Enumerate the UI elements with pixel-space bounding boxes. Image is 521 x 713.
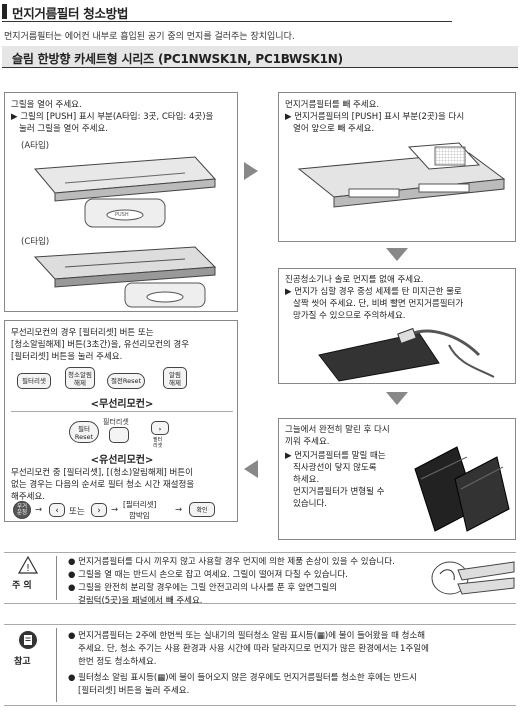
wired-remote-caption: <유선리모컨> bbox=[90, 455, 154, 466]
arrow-left-1 bbox=[244, 460, 258, 478]
step5-title: 그늘에서 완전히 말린 후 다시 bbox=[285, 425, 390, 435]
type-c-unit-illustration bbox=[33, 246, 217, 308]
step4-box: 무선리모컨의 경우 [필터리셋] 버튼 또는 [청소알림해제] 버튼(3초간)을… bbox=[4, 320, 238, 522]
manual-line1: 무선리모컨 중 [필터리셋], [(청소)알림해제] 버튼이 bbox=[11, 468, 193, 478]
reference-item-2: ● 필터청소 알림 표시등(▦)에 불이 들어오지 않은 경우에도 먼지거름필터… bbox=[68, 673, 417, 683]
caution-item-2-text: 그릴을 열 때는 반드시 손으로 잡고 여세요. 그릴이 떨어져 다칠 수 있습… bbox=[78, 570, 348, 580]
seq-start-button[interactable]: 무거 운청 bbox=[13, 501, 31, 519]
seq-arrow-1: → bbox=[35, 505, 43, 515]
seq-next-button[interactable]: › bbox=[91, 503, 107, 517]
step3-title: 진공청소기나 솔로 먼지를 없애 주세요. bbox=[285, 275, 424, 285]
caution-label: 주 의 bbox=[12, 581, 32, 591]
wireless-filter-reset-button[interactable]: 필터리셋 bbox=[17, 373, 51, 389]
page-title: 먼지거름필터 청소방법 bbox=[12, 6, 129, 21]
wireless-saving-reset-button[interactable]: 절전Reset bbox=[107, 373, 145, 389]
filter-removal-illustration bbox=[297, 142, 506, 208]
step2-title: 먼지거름필터를 빼 주세요. bbox=[285, 100, 380, 110]
step4-line1: 무선리모컨의 경우 [필터리셋] 버튼 또는 bbox=[11, 328, 154, 338]
caution-item-3: ● 그릴을 완전히 분리할 경우에는 그릴 안전고리의 나사를 푼 후 앞면그릴… bbox=[68, 583, 338, 593]
title-underline bbox=[2, 2, 452, 22]
type-a-unit-illustration bbox=[33, 156, 217, 228]
caution-item-1: ● 먼지거름필터를 다시 끼우지 않고 사용할 경우 먼지에 의한 제품 손상이… bbox=[68, 557, 395, 567]
caution-item-4-text: 걸림턱(5곳)을 패널에서 빼 주세요. bbox=[78, 596, 203, 606]
manual-line2: 없는 경우는 다음의 순서로 필터 청소 시간 재설정을 bbox=[11, 480, 195, 490]
reference-box bbox=[4, 624, 516, 706]
wired-filter-reset-label: 필터리셋 bbox=[103, 418, 129, 426]
caution-box bbox=[4, 552, 516, 604]
reference-item-2-text: 필터청소 알림 표시등(▦)에 불이 들어오지 않은 경우에도 먼지거름필터를 … bbox=[78, 673, 417, 683]
step5-line2: 직사광선이 닿지 않도록 bbox=[293, 463, 377, 473]
wireless-cleaning-alarm-button[interactable]: 청소알림 해제 bbox=[65, 367, 95, 389]
note-icon bbox=[19, 631, 37, 649]
seq-filter-reset-label: [필터리셋] bbox=[123, 500, 157, 509]
step3-line3: 망가질 수 있으므로 주의하세요. bbox=[293, 311, 406, 321]
caution-item-3-text: 그릴을 완전히 분리할 경우에는 그릴 안전고리의 나사를 푼 후 앞면그릴의 bbox=[78, 583, 338, 593]
reference-item-1c: 한번 정도 청소하세요. bbox=[78, 657, 157, 667]
title-marker bbox=[2, 4, 7, 19]
step4-line3: [필터리셋] 버튼을 눌러 주세요. bbox=[11, 352, 123, 362]
reference-item-1: ● 먼지거름필터는 2주에 한번씩 또는 실내기의 필터청소 알림 표시등(▦)… bbox=[68, 631, 426, 641]
wired-next-button[interactable]: › bbox=[151, 421, 169, 435]
svg-text:!: ! bbox=[26, 563, 30, 574]
step5-line4: 먼지거름필터가 변형될 수 bbox=[293, 487, 385, 497]
step5-line3: 하세요. bbox=[293, 475, 320, 485]
type-a-label: (A타입) bbox=[21, 141, 50, 151]
manual-line3: 해주세요. bbox=[11, 492, 45, 502]
divider bbox=[11, 411, 233, 412]
step3-box: 진공청소기나 솔로 먼지를 없애 주세요. ▶ 먼지가 심할 경우 중성 세제를… bbox=[278, 268, 516, 384]
wireless-alarm-release-button[interactable]: 알림 해제 bbox=[163, 367, 187, 389]
step1-box: 그릴을 열어 주세요. ▶ 그릴의 [PUSH] 표시 부분(A타입: 3곳, … bbox=[4, 92, 238, 312]
step5-box: 그늘에서 완전히 말린 후 다시 끼워 주세요. ▶ 먼지거름필터를 말릴 때는… bbox=[278, 418, 516, 540]
intro-text: 먼지거름필터는 에어컨 내부로 흡입된 공기 중의 먼지를 걸러주는 장치입니다… bbox=[4, 32, 295, 42]
step2-line2: 열어 앞으로 빼 주세요. bbox=[293, 124, 375, 134]
step1-line2: 눌러 그릴을 열어 주세요. bbox=[19, 124, 109, 134]
section-subtitle: 슬림 한방향 카세트형 시리즈 (PC1NWSK1N, PC1BWSK1N) bbox=[12, 52, 343, 66]
subtitle-bar bbox=[2, 46, 518, 68]
arrow-down-2 bbox=[386, 392, 408, 405]
wireless-remote-caption: <무선리모컨> bbox=[90, 399, 154, 410]
type-c-label: (C타입) bbox=[21, 237, 50, 247]
seq-or-label: 또는 bbox=[69, 507, 85, 517]
drying-filters-illustration bbox=[414, 446, 510, 532]
vacuum-cleaning-illustration bbox=[318, 327, 495, 382]
seq-confirm-button[interactable]: 확인 bbox=[189, 502, 215, 517]
step5-line1: ▶ 먼지거름필터를 말릴 때는 bbox=[285, 451, 386, 461]
caution-item-2: ● 그릴을 열 때는 반드시 손으로 잡고 여세요. 그릴이 떨어져 다칠 수 … bbox=[68, 570, 348, 580]
caution-separator bbox=[56, 556, 57, 600]
step3-line2: 살짝 씻어 주세요. 단, 비벼 빨면 먼지거름필터가 bbox=[293, 299, 464, 309]
arrow-down-1 bbox=[386, 248, 408, 261]
seq-blink-label: 깜박임 bbox=[129, 511, 150, 520]
reference-item-2b: [필터리셋] 버튼을 눌러 주세요. bbox=[78, 686, 190, 696]
step3-line1: ▶ 먼지가 심할 경우 중성 세제를 탄 미지근한 물로 bbox=[285, 287, 462, 297]
step1-title: 그릴을 열어 주세요. bbox=[11, 100, 82, 110]
reference-label: 참고 bbox=[14, 657, 31, 667]
step5-line5: 있습니다. bbox=[293, 499, 327, 509]
seq-arrow-2: → bbox=[111, 505, 119, 515]
reference-separator bbox=[56, 628, 57, 702]
wired-filter-reset-square-button[interactable] bbox=[109, 427, 129, 443]
seq-arrow-3: → bbox=[175, 505, 183, 515]
step5-title2: 끼워 주세요. bbox=[285, 437, 330, 447]
caution-item-1-text: 먼지거름필터를 다시 끼우지 않고 사용할 경우 먼지에 의한 제품 손상이 있… bbox=[78, 557, 395, 567]
reference-item-1b: 주세요. 단, 청소 주기는 사용 환경과 사용 시간에 따라 달라지므로 먼지… bbox=[78, 644, 429, 654]
warning-icon: ! bbox=[18, 556, 38, 574]
step4-line2: [청소알림해제] 버튼(3초간)을, 유선리모컨의 경우 bbox=[11, 340, 190, 350]
grill-latch-illustration bbox=[431, 561, 515, 595]
wired-side-label: 필터 리셋 bbox=[153, 437, 163, 449]
arrow-right-1 bbox=[244, 162, 258, 180]
push-label-a: PUSH bbox=[115, 212, 129, 218]
step2-box: 먼지거름필터를 빼 주세요. ▶ 먼지거름필터의 [PUSH] 표시 부분(2곳… bbox=[278, 92, 516, 242]
seq-prev-button[interactable]: ‹ bbox=[49, 503, 65, 517]
wired-filter-reset-button[interactable]: 필터 Reset bbox=[69, 421, 99, 443]
reference-item-1-text: 먼지거름필터는 2주에 한번씩 또는 실내기의 필터청소 알림 표시등(▦)에 … bbox=[78, 631, 426, 641]
step2-line1: ▶ 먼지거름필터의 [PUSH] 표시 부분(2곳)을 다시 bbox=[285, 112, 465, 122]
step1-line1: ▶ 그릴의 [PUSH] 표시 부분(A타입: 3곳, C타입: 4곳)을 bbox=[11, 112, 214, 122]
